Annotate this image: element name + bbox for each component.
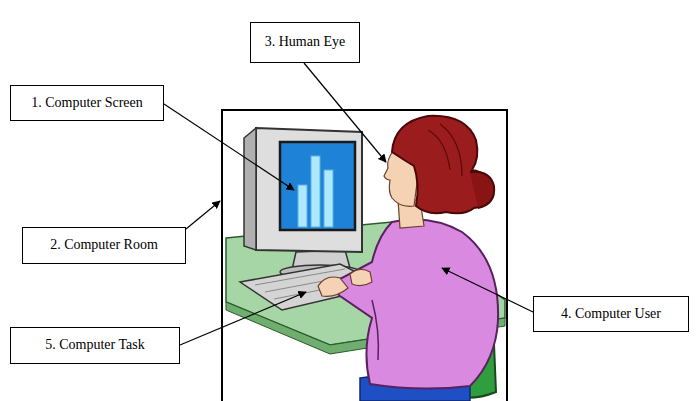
- screen: [280, 142, 355, 230]
- chart-bar: [298, 185, 307, 227]
- monitor-side: [244, 128, 256, 250]
- chart-bar: [324, 170, 333, 227]
- callout-box: 3. Human Eye: [250, 22, 360, 63]
- leader-lines: [164, 63, 533, 345]
- callout-box: 2. Computer Room: [22, 227, 186, 264]
- leader-line: [164, 104, 294, 190]
- hair-bun: [470, 172, 494, 208]
- callout-label: 3. Human Eye: [265, 34, 345, 51]
- callout-label: 4. Computer User: [561, 306, 661, 323]
- chart-bar: [311, 156, 320, 227]
- callout-box: 5. Computer Task: [10, 327, 180, 364]
- hand: [318, 277, 348, 296]
- callout-label: 5. Computer Task: [45, 337, 144, 354]
- leader-line: [304, 63, 386, 162]
- leader-line: [442, 268, 533, 312]
- room-frame: [222, 110, 507, 401]
- sweater-fold: [372, 300, 378, 360]
- callout-label: 2. Computer Room: [50, 237, 158, 254]
- callout-box: 4. Computer User: [533, 296, 689, 332]
- hand: [350, 269, 372, 285]
- hair-strands: [428, 124, 462, 176]
- callout-label: 1. Computer Screen: [31, 95, 143, 112]
- leader-line: [186, 201, 220, 229]
- monitor-body: [256, 128, 362, 252]
- callout-box: 1. Computer Screen: [10, 85, 164, 121]
- sweater: [334, 220, 498, 389]
- leader-line: [180, 292, 306, 345]
